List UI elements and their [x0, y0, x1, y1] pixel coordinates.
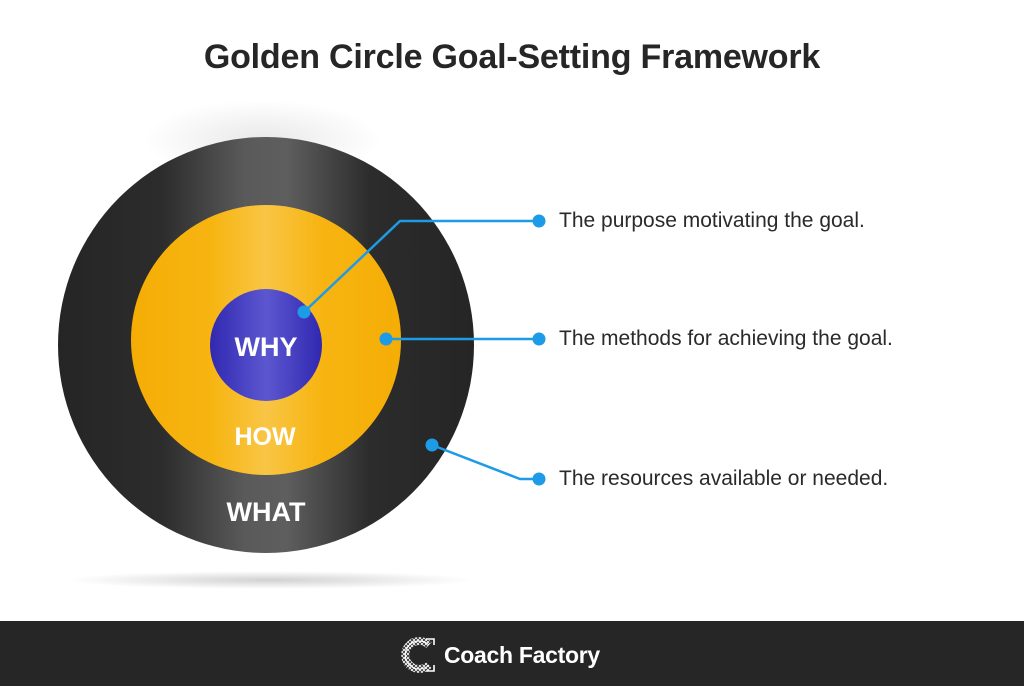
brand: Coach Factory	[398, 636, 600, 674]
connector-why-start-dot	[297, 305, 311, 319]
connector-what-start-dot	[425, 438, 439, 452]
label-what: WHAT	[227, 497, 306, 527]
callout-what-text: The resources available or needed.	[559, 467, 889, 490]
connector-what-end-dot	[532, 472, 546, 486]
diagram-shadow	[65, 571, 475, 589]
label-how: HOW	[234, 423, 296, 451]
page-title: Golden Circle Goal-Setting Framework	[203, 38, 821, 76]
connector-why-end-dot	[532, 214, 546, 228]
connector-what	[431, 443, 539, 481]
inner-circle-why	[210, 289, 322, 401]
golden-circle-diagram: WHY HOW WHAT	[58, 100, 546, 589]
label-why: WHY	[235, 332, 298, 362]
callout-how-text: The methods for achieving the goal.	[559, 327, 893, 350]
connector-why	[303, 219, 539, 313]
brand-name: Coach Factory	[444, 641, 600, 668]
connector-how-start-dot	[379, 332, 393, 346]
connector-how-end-dot	[532, 332, 546, 346]
callout-why-text: The purpose motivating the goal.	[559, 209, 865, 232]
footer-bar	[0, 621, 1024, 686]
coach-factory-c-logo-icon	[401, 637, 435, 673]
